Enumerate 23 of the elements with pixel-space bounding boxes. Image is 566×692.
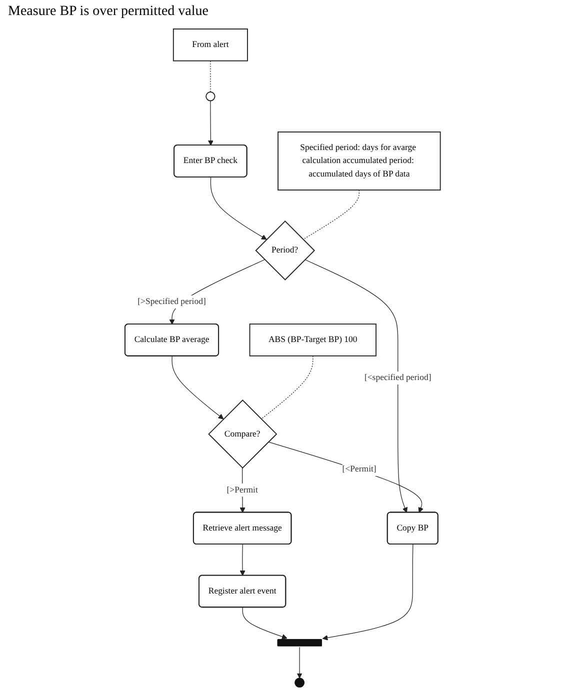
- arrow: [210, 176, 268, 240]
- arrow: [322, 544, 414, 640]
- connector: [261, 356, 314, 420]
- arrow: [297, 646, 303, 679]
- note-text: Measure BP is over permitted value: [8, 4, 208, 20]
- arrow: [242, 607, 288, 640]
- node-box: ABS (BP-Target BP) 100: [250, 324, 377, 356]
- edge-label: [<Permit]: [342, 464, 377, 474]
- node-box: From alert: [173, 28, 248, 62]
- connector: [303, 190, 360, 240]
- arrow: [268, 442, 424, 513]
- node-diamond: Period?: [256, 220, 316, 280]
- arrow: [208, 100, 214, 146]
- arrow: [304, 259, 408, 513]
- edge-label: [>Permit: [227, 485, 258, 495]
- connector: [210, 60, 212, 92]
- node-diamond: Compare?: [208, 400, 278, 469]
- edge-label: [>Specified period]: [138, 297, 206, 307]
- arrow: [172, 356, 224, 420]
- edge-label: [<specified period]: [364, 373, 432, 383]
- node-box: Specified period: days for avarge calculation accumulated period: accumulated days of BP data: [278, 132, 442, 190]
- node-circle: [206, 92, 216, 102]
- arrow: [240, 544, 246, 576]
